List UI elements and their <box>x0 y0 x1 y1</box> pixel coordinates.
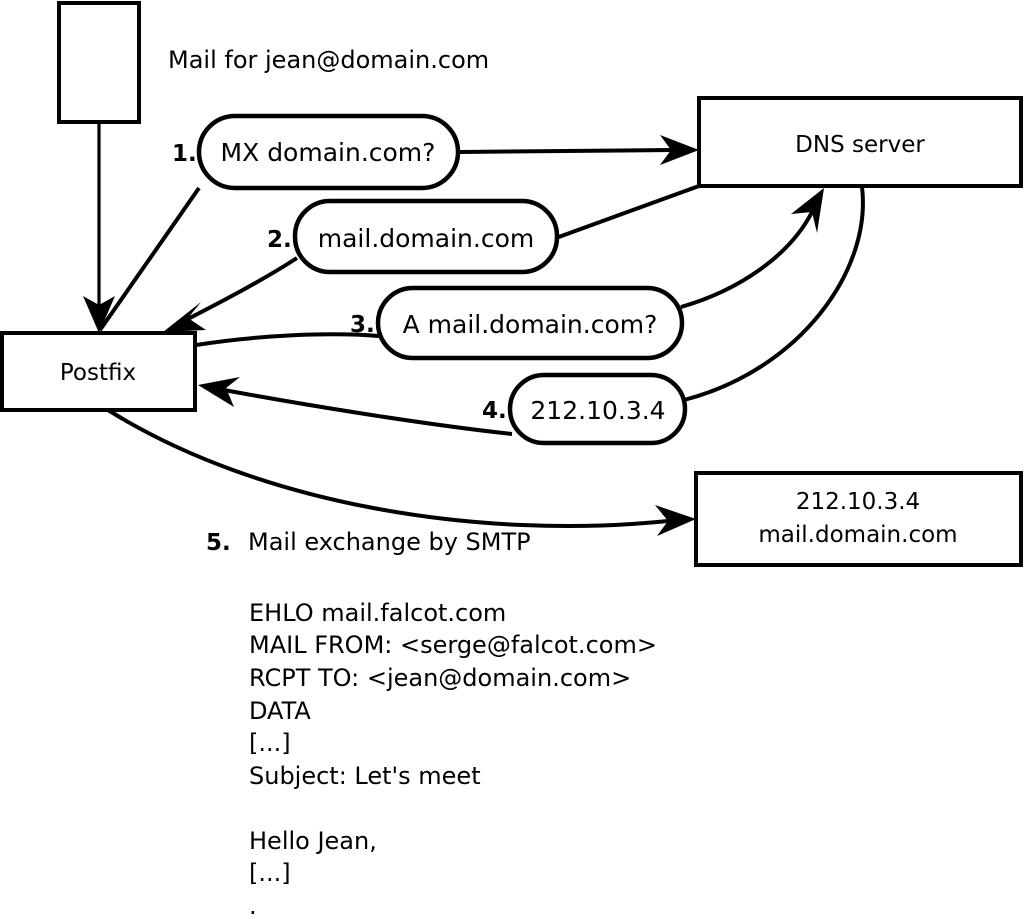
step5-target-arrowhead <box>655 505 696 536</box>
node-target-mailserver: 212.10.3.4 mail.domain.com <box>694 471 1023 567</box>
sender-postfix-arrowhead <box>83 296 115 333</box>
postfix-label: Postfix <box>60 360 136 386</box>
step-4-number: 4. <box>482 398 507 424</box>
connector-step1-to-dns <box>458 135 699 165</box>
step-2-pill <box>292 198 560 275</box>
dns-server-label: DNS server <box>795 132 925 158</box>
connector-sender-to-postfix <box>83 122 115 333</box>
dns-server-box <box>697 96 1023 188</box>
step-4-pill <box>507 372 688 446</box>
target-mailserver-box <box>694 471 1023 567</box>
connector-dns-to-step2 <box>555 184 700 240</box>
node-sender <box>57 1 141 124</box>
step-1-pill <box>196 113 461 191</box>
step2-postfix-line <box>185 256 299 322</box>
smtp-transcript-line: MAIL FROM: <serge@falcot.com> <box>249 631 657 659</box>
step3-dns-line <box>680 211 814 309</box>
connector-postfix-to-step3 <box>195 332 380 347</box>
postfix-box <box>0 331 197 412</box>
connector-postfix-to-step1 <box>98 186 201 332</box>
step-1-number: 1. <box>172 141 197 167</box>
step4-postfix-arrowhead <box>198 377 240 407</box>
step3-dns-arrowhead <box>791 188 824 233</box>
smtp-transcript-line: EHLO mail.falcot.com <box>249 599 506 627</box>
step-2-label: mail.domain.com <box>318 224 534 253</box>
node-postfix: Postfix <box>0 331 197 412</box>
step-2-group: 2. mail.domain.com <box>267 198 560 275</box>
mail-for-caption: Mail for jean@domain.com <box>168 46 489 74</box>
step5-target-line <box>106 408 669 528</box>
connector-step2-to-postfix <box>163 256 299 332</box>
smtp-transcript-line: DATA <box>249 697 311 725</box>
step-5-group: 5. Mail exchange by SMTP <box>206 528 531 556</box>
step-4-group: 4. 212.10.3.4 <box>482 372 688 446</box>
smtp-transcript-line: [...] <box>249 859 291 887</box>
step-3-group: 3. A mail.domain.com? <box>350 285 685 361</box>
smtp-transcript-line: [...] <box>249 729 291 757</box>
step4-postfix-line <box>223 388 513 436</box>
step-1-label: MX domain.com? <box>221 138 436 167</box>
step-2-number: 2. <box>267 227 292 253</box>
target-mailserver-ip: 212.10.3.4 <box>796 489 920 515</box>
connector-postfix-to-target <box>106 408 696 536</box>
step1-dns-arrowhead <box>660 135 699 165</box>
step-5-label: Mail exchange by SMTP <box>248 528 531 556</box>
target-mailserver-host: mail.domain.com <box>758 522 957 548</box>
step2-postfix-arrowhead <box>163 302 206 332</box>
smtp-transcript-line: Hello Jean, <box>249 827 377 855</box>
step-5-number: 5. <box>206 530 231 556</box>
step-3-number: 3. <box>350 312 375 338</box>
smtp-transcript: EHLO mail.falcot.com MAIL FROM: <serge@f… <box>249 599 657 919</box>
node-dns-server: DNS server <box>697 96 1023 188</box>
smtp-transcript-line: Subject: Let's meet <box>249 762 481 790</box>
smtp-transcript-line: RCPT TO: <jean@domain.com> <box>249 664 631 692</box>
step-1-group: 1. MX domain.com? <box>172 113 461 191</box>
connector-step4-to-postfix <box>198 377 513 436</box>
smtp-transcript-line: . <box>249 892 257 919</box>
sender-box <box>57 1 141 124</box>
connector-dns-to-step4 <box>683 186 865 402</box>
step-4-label: 212.10.3.4 <box>530 396 665 425</box>
connector-step3-to-dns <box>680 188 824 309</box>
step-3-label: A mail.domain.com? <box>403 310 658 339</box>
step-3-pill <box>375 285 685 361</box>
step1-dns-line <box>458 148 673 154</box>
